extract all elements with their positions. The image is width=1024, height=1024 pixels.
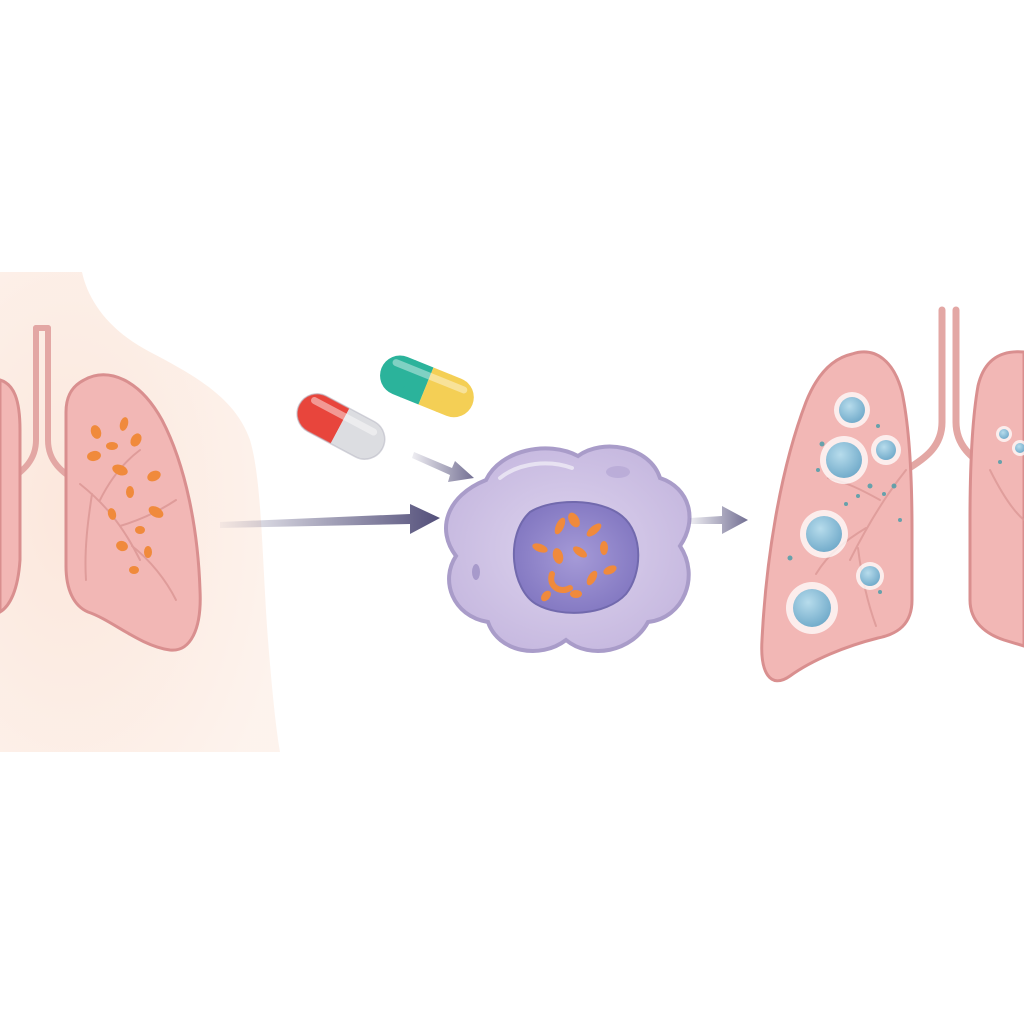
bacteria-cluster [87,417,164,574]
granuloma [996,426,1012,442]
left-lung-partial [0,378,22,614]
arrow-to-cell [220,504,440,534]
infected-lungs-stage [0,272,280,752]
infected-lung [64,373,202,652]
arrow-to-healing-lung [690,506,748,534]
capsule-teal-yellow [380,355,474,418]
healing-specks [787,424,1002,594]
bronchi-right [815,469,1024,627]
granulomas [786,392,1024,634]
immune-cell-icon [444,444,692,653]
healing-lungs-icon [760,306,1024,683]
capsule-red-white [296,393,386,460]
capsule-icon [296,393,386,460]
granuloma [1012,440,1024,456]
granuloma [856,562,884,590]
capsule-icon [380,355,474,418]
granuloma [786,582,838,634]
granuloma [871,435,901,465]
granuloma [834,392,870,428]
granuloma [800,510,848,558]
cell-nucleus [512,500,640,614]
healing-lung-partial [968,350,1024,648]
granuloma [820,436,868,484]
arrow-pills-to-cell [412,452,474,482]
engulfed-bacteria [532,512,617,602]
